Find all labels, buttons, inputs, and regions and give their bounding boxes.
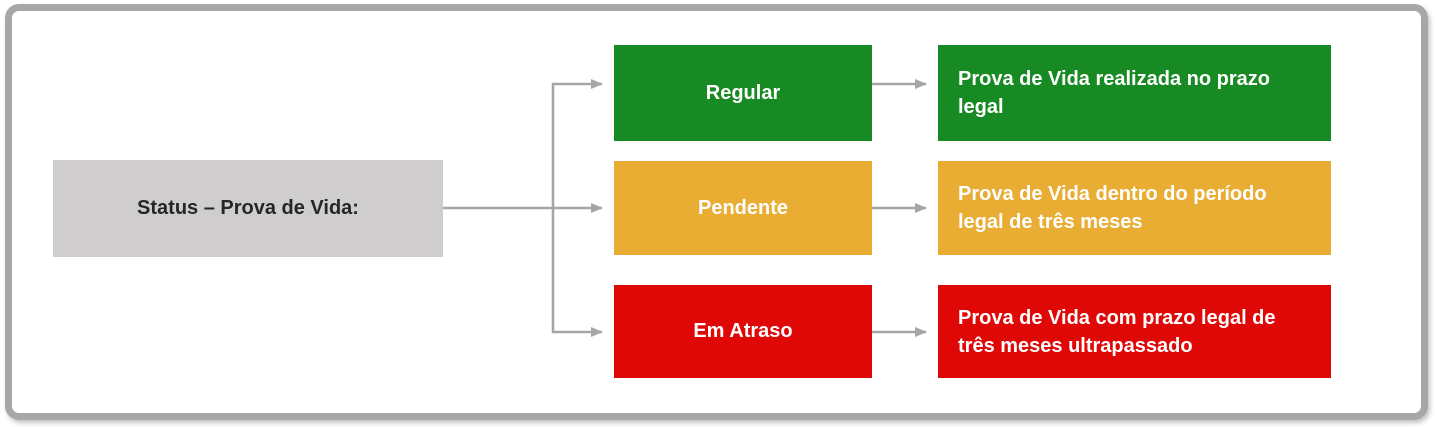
status-node-pendente: Pendente [614, 161, 872, 255]
description-node-pendente-text: Prova de Vida dentro do período legal de… [958, 183, 1267, 233]
status-node-regular-label: Regular [705, 81, 781, 104]
outer-frame [5, 4, 1428, 420]
description-node-pendente: Prova de Vida dentro do período legal de… [938, 161, 1331, 255]
root-node-label: Status – Prova de Vida: [137, 197, 359, 219]
root-node-status-prova-de-vida: Status – Prova de Vida: [53, 160, 443, 257]
description-node-regular: Prova de Vida realizada no prazo legal [938, 45, 1331, 141]
status-node-pendente-label: Pendente [697, 196, 789, 219]
description-node-em-atraso-text: Prova de Vida com prazo legal de três me… [958, 306, 1276, 357]
status-node-regular: Regular [614, 45, 872, 141]
status-node-em-atraso-label: Em Atraso [693, 320, 793, 342]
description-node-em-atraso: Prova de Vida com prazo legal de três me… [938, 285, 1331, 378]
description-node-regular-text: Prova de Vida realizada no prazo legal [958, 68, 1270, 118]
status-node-em-atraso: Em Atraso [614, 285, 872, 378]
